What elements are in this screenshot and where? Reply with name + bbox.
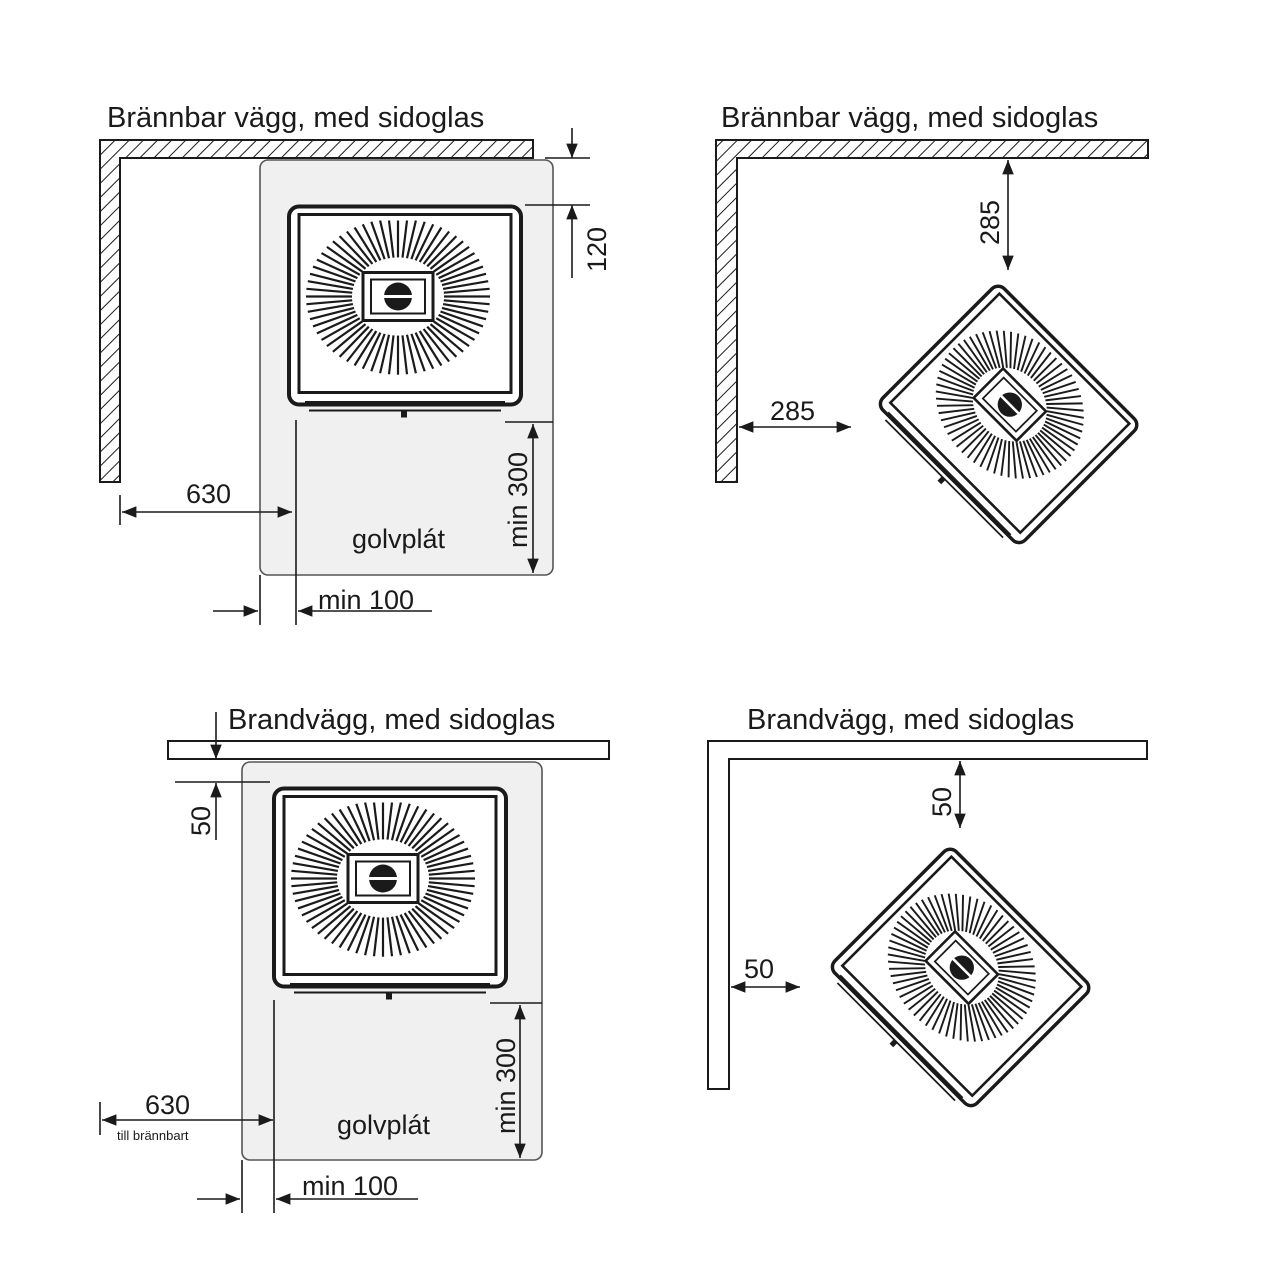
dim-side-label: 630 — [145, 1090, 190, 1120]
dim-side-label: 50 — [744, 954, 774, 984]
dim-side-label: 630 — [186, 479, 231, 509]
panel-top-right: Brännbar vägg, med sidoglas 285 285 — [715, 102, 1149, 556]
dim-plate-side-label: min 100 — [318, 585, 414, 615]
combustible-wall — [99, 139, 534, 483]
dim-front-label: min 300 — [491, 1038, 521, 1134]
stove-icon — [274, 789, 506, 1000]
panel-top-left: Brännbar vägg, med sidoglas 120 630 min … — [99, 102, 612, 625]
combustible-wall — [715, 139, 1149, 483]
plate-label: golvplát — [337, 1110, 431, 1140]
fire-wall — [167, 740, 610, 760]
dim-plate-side-label: min 100 — [302, 1171, 398, 1201]
dim-back-label: 285 — [975, 200, 1005, 245]
dim-side-note: till brännbart — [117, 1128, 189, 1143]
dim-front-label: min 300 — [503, 452, 533, 548]
dim-back-label: 50 — [186, 806, 216, 836]
stove-icon — [867, 280, 1143, 556]
dim-side-label: 285 — [770, 396, 815, 426]
dim-back-label: 50 — [927, 787, 957, 817]
panel-title: Brandvägg, med sidoglas — [747, 704, 1074, 736]
panel-title: Brännbar vägg, med sidoglas — [721, 102, 1098, 134]
dim-back-label: 120 — [582, 227, 612, 272]
stove-icon — [819, 843, 1095, 1119]
panel-title: Brandvägg, med sidoglas — [228, 704, 555, 736]
fire-wall — [707, 740, 1148, 1090]
panel-bottom-right: Brandvägg, med sidoglas 50 50 — [707, 704, 1148, 1119]
plate-label: golvplát — [352, 524, 446, 554]
panel-title: Brännbar vägg, med sidoglas — [107, 102, 484, 134]
panel-bottom-left: Brandvägg, med sidoglas 50 630 till brän… — [99, 704, 610, 1213]
stove-icon — [289, 207, 521, 418]
